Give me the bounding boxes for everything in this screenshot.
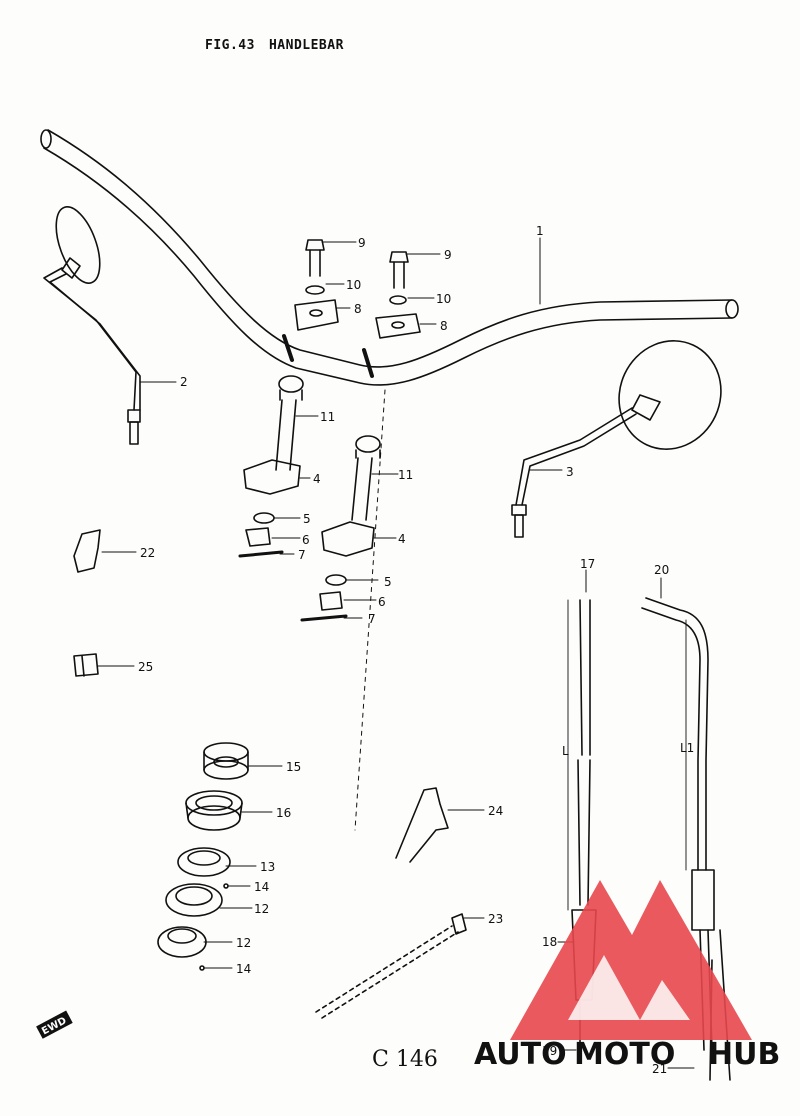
bracket-24 xyxy=(395,787,449,863)
callout-5-right: 5 xyxy=(384,575,392,589)
callout-14-upper: 14 xyxy=(254,880,269,894)
callout-15: 15 xyxy=(286,760,301,774)
callout-4-right: 4 xyxy=(398,532,406,546)
callout-19: 19 xyxy=(542,1044,557,1058)
callout-20: 20 xyxy=(654,563,669,577)
clip-25 xyxy=(73,653,99,677)
right-mirror xyxy=(511,340,722,538)
lower-holder-right-assembly xyxy=(300,435,381,622)
callout-10-right: 10 xyxy=(436,292,451,306)
callout-11-left: 11 xyxy=(320,410,335,424)
callout-18: 18 xyxy=(542,935,557,949)
callout-8-right: 8 xyxy=(440,319,448,333)
leader-lines xyxy=(97,237,695,1069)
clip-22 xyxy=(73,529,101,573)
cable-23 xyxy=(315,925,459,1019)
callout-1: 1 xyxy=(536,224,544,238)
callout-16: 16 xyxy=(276,806,291,820)
callout-11-right: 11 xyxy=(398,468,413,482)
callout-22: 22 xyxy=(140,546,155,560)
watermark-logo: AUTO MOTO HUB xyxy=(474,880,780,1072)
watermark-text-auto: AUTO xyxy=(474,1037,567,1072)
callout-5-left: 5 xyxy=(303,512,311,526)
figure-name: HANDLEBAR xyxy=(268,38,344,53)
callout-14-lower: 14 xyxy=(236,962,251,976)
page-number: C 146 xyxy=(372,1047,438,1072)
callout-7-right: 7 xyxy=(368,612,376,626)
callout-25: 25 xyxy=(138,660,153,674)
callout-6-left: 6 xyxy=(302,533,310,547)
callout-17: 17 xyxy=(580,557,595,571)
watermark-text-hub: HUB xyxy=(708,1037,780,1072)
callout-12-lower: 12 xyxy=(236,936,251,950)
callout-8-left: 8 xyxy=(354,302,362,316)
callout-6-right: 6 xyxy=(378,595,386,609)
callout-23: 23 xyxy=(488,912,503,926)
callout-21: 21 xyxy=(652,1062,667,1076)
clutch-cable-20 xyxy=(641,597,731,1081)
callout-7-left: 7 xyxy=(298,548,306,562)
upper-holder-left-assembly xyxy=(294,239,339,331)
callout-24: 24 xyxy=(488,804,503,818)
ewd-stamp: EWD xyxy=(36,1010,73,1039)
callout-labels: 1 2 3 4 4 5 5 6 6 7 7 8 8 9 9 10 10 11 1… xyxy=(138,224,694,1076)
upper-holder-right-assembly xyxy=(375,251,421,339)
callout-12-upper: 12 xyxy=(254,902,269,916)
dimension-l1-label: L1 xyxy=(680,741,694,755)
callout-9-left: 9 xyxy=(358,236,366,250)
dimension-lines xyxy=(567,599,687,911)
left-mirror xyxy=(43,206,141,445)
callout-10-left: 10 xyxy=(346,278,361,292)
watermark-text-moto: MOTO xyxy=(574,1037,675,1072)
dimension-l-label: L xyxy=(562,744,569,758)
callout-3: 3 xyxy=(566,465,574,479)
handlebar-tube xyxy=(40,129,739,386)
lower-holder-left-assembly xyxy=(238,375,304,558)
figure-number: FIG.43 xyxy=(205,38,255,53)
callout-9-right: 9 xyxy=(444,248,452,262)
steering-bearing-parts xyxy=(157,742,249,971)
callout-13: 13 xyxy=(260,860,275,874)
callout-2: 2 xyxy=(180,375,188,389)
figure-title: FIG.43 HANDLEBAR xyxy=(205,38,358,53)
callout-4-left: 4 xyxy=(313,472,321,486)
